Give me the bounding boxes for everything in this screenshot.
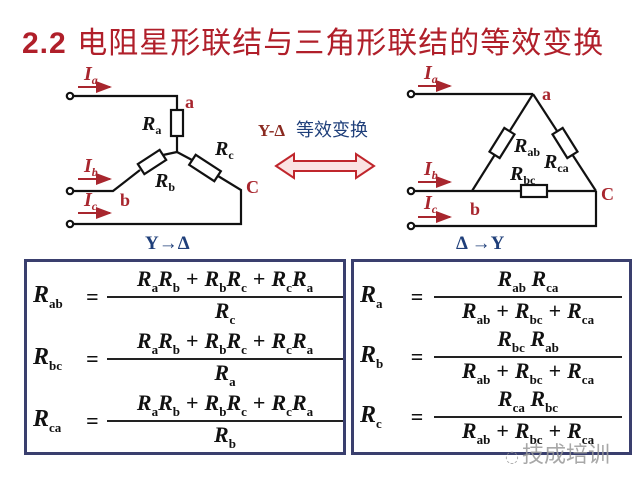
- formula-box-delta-to-y: Ra = Rab Rca Rab+Rbc+Rca Rb = Rbc Rab Ra…: [351, 259, 632, 455]
- numerator: RaRb+RbRc+RcRa: [136, 266, 314, 295]
- formula-Ra: Ra = Rab Rca Rab+Rbc+Rca: [354, 266, 629, 328]
- fraction-bar: [107, 420, 343, 422]
- lhs: Ra: [360, 282, 383, 311]
- node-label-a-delta: a: [542, 84, 551, 104]
- circuit-diagrams: Ia Ib Ic a b C Ra Rb Rc Y→Δ Y-Δ 等效变换 Ia …: [65, 62, 614, 254]
- resistor-Rb: [136, 148, 168, 176]
- lhs: Rb: [360, 342, 384, 371]
- denominator: Rc: [214, 298, 236, 327]
- wechat-icon: ◌: [505, 447, 519, 466]
- node-label-b: b: [120, 190, 130, 210]
- resistor-Ra: [169, 108, 185, 138]
- numerator: RaRb+RbRc+RcRa: [136, 390, 314, 419]
- current-label-Ic-delta: Ic: [423, 192, 438, 216]
- node-label-c: C: [246, 177, 259, 197]
- delta-caption: Δ →Y: [456, 233, 505, 254]
- delta-network: [406, 89, 598, 231]
- equals-sign: =: [86, 408, 99, 433]
- terminal-a2: [406, 89, 416, 99]
- resistor-Rc: [187, 153, 223, 183]
- resistor-Rbc: [519, 183, 549, 199]
- star-current-arrows: [78, 81, 112, 219]
- fraction: Rab Rca Rab+Rbc+Rca: [434, 266, 622, 328]
- terminal-c: [65, 219, 75, 229]
- fraction-bar: [434, 296, 622, 298]
- formula-Rca: Rca = RaRb+RbRc+RcRa Rb: [27, 390, 343, 452]
- formula-Rbc: Rbc = RaRb+RbRc+RcRa Ra: [27, 328, 343, 390]
- node-label-a: a: [185, 92, 194, 112]
- equals-sign: =: [410, 404, 424, 429]
- resistor-label-Rb: Rb: [154, 170, 175, 194]
- terminal-b2: [406, 186, 416, 196]
- star-network: [65, 91, 243, 229]
- fraction: RaRb+RbRc+RcRa Rc: [107, 266, 343, 328]
- resistor-Rca: [550, 126, 580, 160]
- resistor-label-Ra: Ra: [141, 113, 161, 137]
- fraction-bar: [434, 416, 622, 418]
- denominator: Ra: [214, 360, 236, 389]
- formula-box-y-to-delta: Rab = RaRb+RbRc+RcRa Rc Rbc = RaRb+RbRc+…: [24, 259, 346, 455]
- terminal-a: [65, 91, 75, 101]
- transform-label-prefix: Y-Δ: [258, 121, 285, 140]
- denominator: Rb: [214, 422, 236, 451]
- fraction-bar: [107, 296, 343, 298]
- equals-sign: =: [410, 284, 424, 309]
- resistor-label-Rbc: Rbc: [509, 163, 536, 187]
- current-label-Ia: Ia: [83, 63, 98, 87]
- node-label-b-delta: b: [470, 199, 480, 219]
- lhs: Rab: [33, 282, 63, 311]
- watermark-text: 技成培训: [521, 443, 610, 468]
- page-title: 2.2 电阻星形联结与三角形联结的等效变换: [22, 18, 604, 62]
- terminal-c2: [406, 221, 416, 231]
- transform-label-text: 等效变换: [296, 120, 368, 141]
- current-label-Ic: Ic: [83, 189, 98, 213]
- equals-sign: =: [86, 346, 99, 371]
- section-number: 2.2: [22, 27, 67, 60]
- current-label-Ib: Ib: [83, 155, 98, 179]
- formula-Rb: Rb = Rbc Rab Rab+Rbc+Rca: [354, 326, 629, 388]
- resistor-label-Rca: Rca: [543, 151, 569, 175]
- double-arrow-icon: [274, 152, 376, 180]
- terminal-b: [65, 186, 75, 196]
- formula-Rc: Rc = Rca Rbc Rab+Rbc+Rca: [354, 386, 629, 448]
- numerator: Rab Rca: [497, 266, 559, 295]
- node-label-c-delta: C: [601, 184, 614, 204]
- formula-Rab: Rab = RaRb+RbRc+RcRa Rc: [27, 266, 343, 328]
- lhs: Rbc: [33, 344, 63, 373]
- lhs: Rca: [33, 406, 62, 435]
- resistor-label-Rc: Rc: [214, 138, 234, 162]
- fraction: Rca Rbc Rab+Rbc+Rca: [434, 386, 622, 448]
- fraction-bar: [434, 356, 622, 358]
- equals-sign: =: [86, 284, 99, 309]
- star-caption: Y→Δ: [145, 233, 190, 254]
- denominator: Rab+Rbc+Rca: [461, 298, 595, 327]
- lhs: Rc: [360, 402, 382, 431]
- watermark: ◌技成培训: [505, 437, 610, 469]
- denominator: Rab+Rbc+Rca: [461, 358, 595, 387]
- denominator: Rab+Rbc+Rca: [461, 418, 595, 447]
- numerator: Rca Rbc: [497, 386, 559, 415]
- fraction-bar: [107, 358, 343, 360]
- delta-current-arrows: [418, 80, 452, 223]
- resistor-label-Rab: Rab: [513, 135, 540, 159]
- equals-sign: =: [410, 344, 424, 369]
- fraction: RaRb+RbRc+RcRa Rb: [107, 390, 343, 452]
- title-text: 电阻星形联结与三角形联结的等效变换: [77, 26, 605, 61]
- numerator: Rbc Rab: [497, 326, 559, 355]
- resistor-Rab: [487, 126, 517, 160]
- current-label-Ib-delta: Ib: [423, 158, 438, 182]
- current-label-Ia-delta: Ia: [423, 62, 438, 86]
- fraction: RaRb+RbRc+RcRa Ra: [107, 328, 343, 390]
- fraction: Rbc Rab Rab+Rbc+Rca: [434, 326, 622, 388]
- numerator: RaRb+RbRc+RcRa: [136, 328, 314, 357]
